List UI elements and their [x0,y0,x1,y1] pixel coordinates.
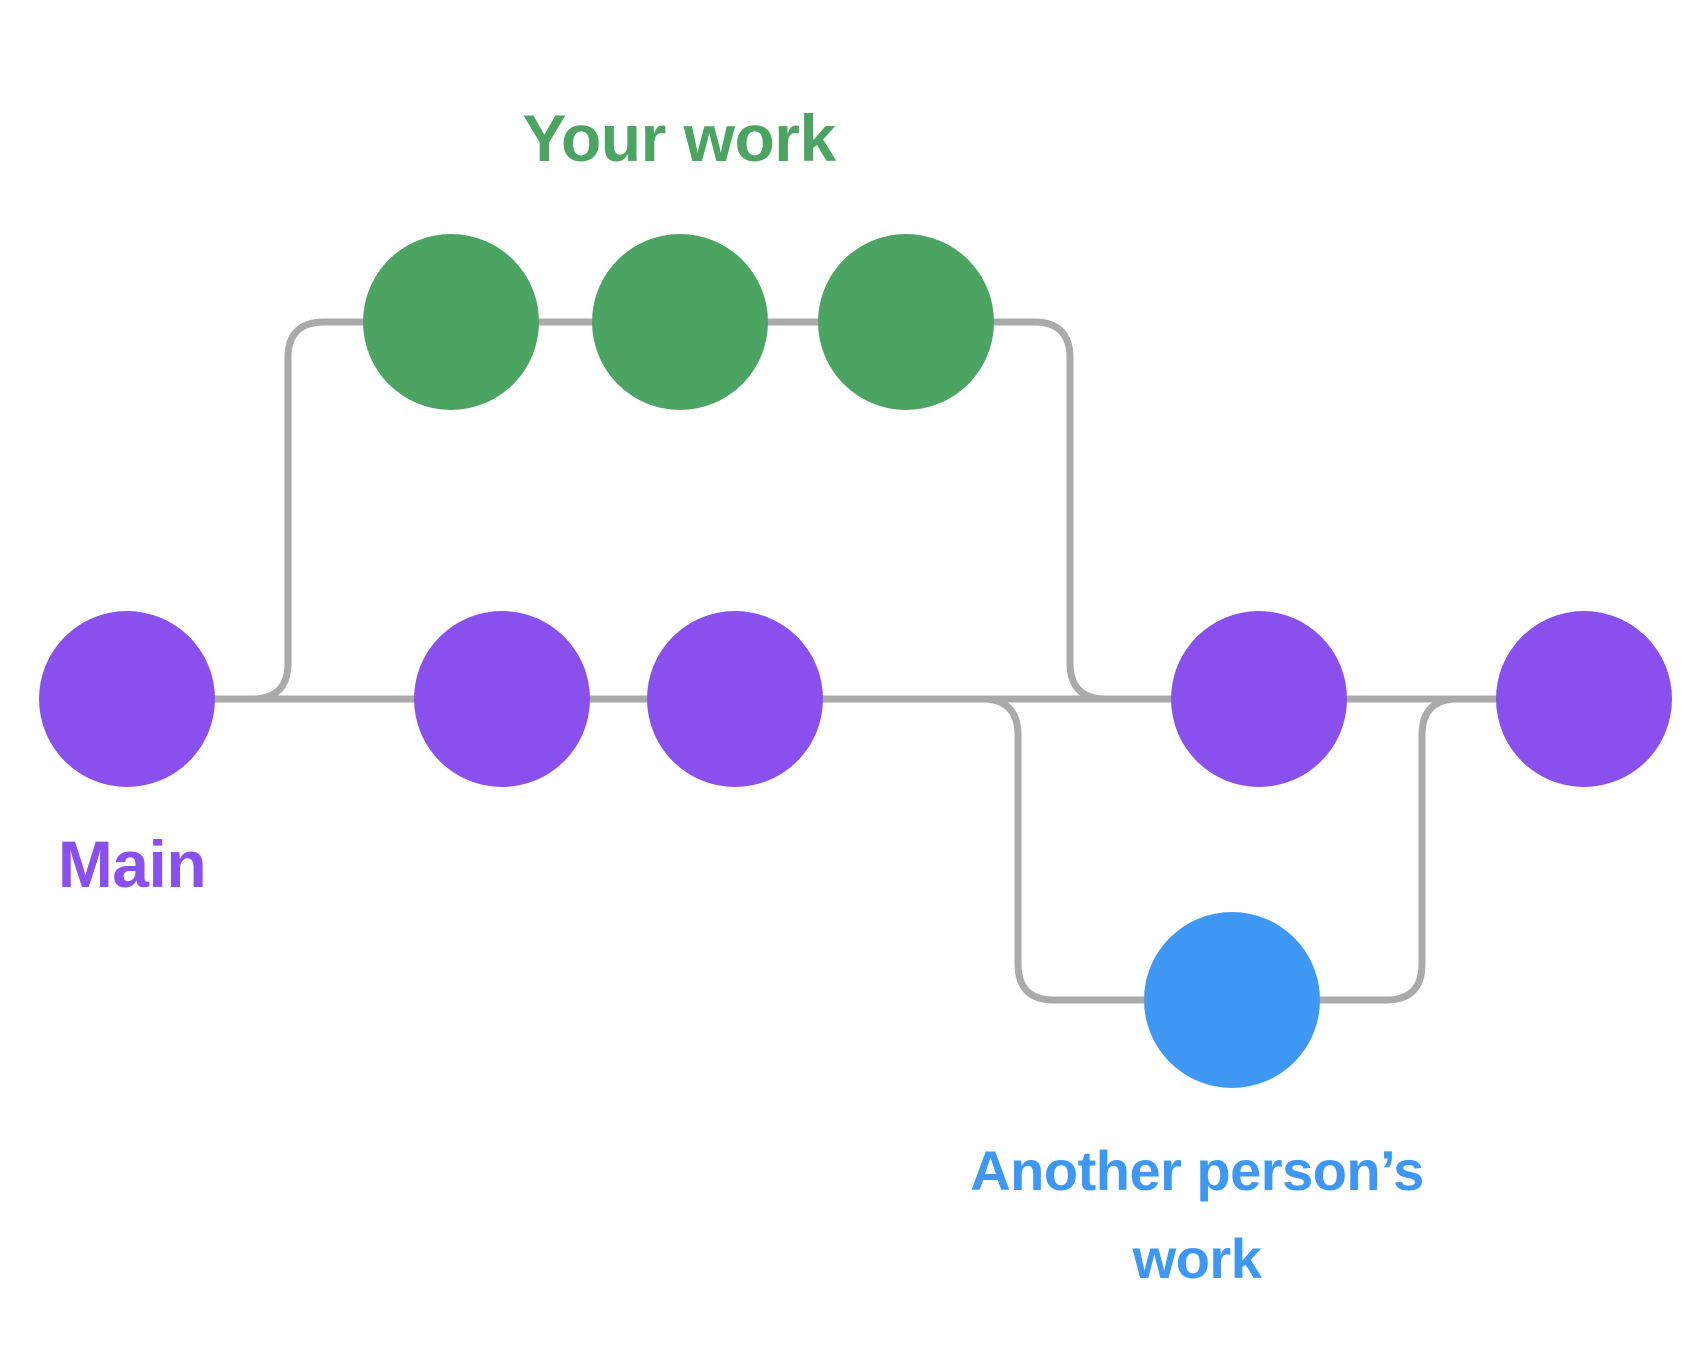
main-commit-node [1496,611,1672,787]
main-commit-node [647,611,823,787]
label-another-person: Another person’s work [970,1127,1424,1303]
label-main: Main [57,827,207,901]
commit-node-layer [39,234,1672,1088]
your-work-commit-node [592,234,768,410]
connector-layer [123,318,1588,1004]
label-your-work: Your work [522,101,836,175]
main-commit-node [414,611,590,787]
label-another-person-line2: work [1132,1227,1262,1290]
your-work-commit-node [818,234,994,410]
main-commit-node [39,611,215,787]
your-work-commit-node [363,234,539,410]
label-another-person-line1: Another person’s [970,1139,1424,1202]
another-person-commit-node [1144,912,1320,1088]
main-commit-node [1171,611,1347,787]
